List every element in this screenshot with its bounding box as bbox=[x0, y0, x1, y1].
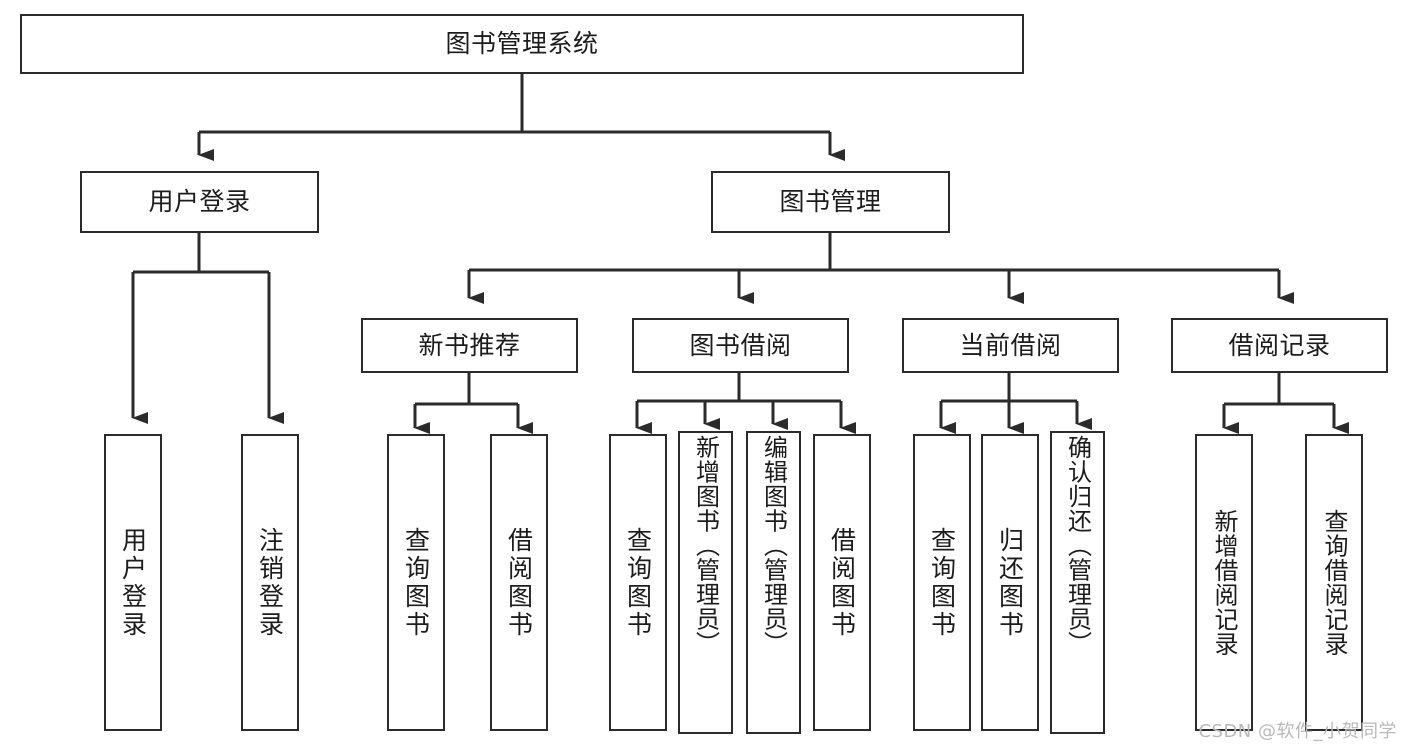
leaf-logout[interactable]: 注销登录 bbox=[241, 434, 299, 731]
node-label: 归还图书 bbox=[995, 526, 1025, 639]
csdn-watermark: CSDN @软件_小贺同学 bbox=[1198, 721, 1397, 742]
leaf-query-book-borrow[interactable]: 查询图书 bbox=[609, 434, 667, 731]
node-root-system[interactable]: 图书管理系统 bbox=[20, 14, 1024, 74]
node-current-borrow[interactable]: 当前借阅 bbox=[902, 318, 1119, 373]
node-label: 借阅图书 bbox=[827, 526, 857, 639]
node-user-login[interactable]: 用户登录 bbox=[80, 171, 319, 233]
node-label: 注销登录 bbox=[255, 526, 285, 639]
node-label: 新增借阅记录 bbox=[1210, 509, 1238, 656]
node-label: 查询图书 bbox=[401, 526, 431, 639]
node-label: 新书推荐 bbox=[418, 330, 521, 360]
node-label: 图书借阅 bbox=[689, 330, 792, 360]
leaf-borrow-book-new[interactable]: 借阅图书 bbox=[490, 434, 548, 731]
node-label: 查询借阅记录 bbox=[1320, 509, 1348, 656]
leaf-return-book[interactable]: 归还图书 bbox=[981, 434, 1039, 731]
leaf-confirm-return-admin[interactable]: 确认归还（管理员） bbox=[1050, 431, 1105, 734]
node-book-management[interactable]: 图书管理 bbox=[711, 171, 950, 233]
leaf-add-borrow-record[interactable]: 新增借阅记录 bbox=[1195, 434, 1253, 731]
node-book-borrow[interactable]: 图书借阅 bbox=[632, 318, 849, 373]
leaf-user-login[interactable]: 用户登录 bbox=[104, 434, 162, 731]
leaf-borrow-book[interactable]: 借阅图书 bbox=[813, 434, 871, 731]
leaf-query-borrow-record[interactable]: 查询借阅记录 bbox=[1305, 434, 1363, 731]
node-label: 编辑图书（管理员） bbox=[759, 435, 788, 656]
node-label: 新增图书（管理员） bbox=[691, 435, 720, 656]
node-label: 用户登录 bbox=[148, 187, 251, 216]
leaf-query-book-new[interactable]: 查询图书 bbox=[387, 434, 445, 731]
leaf-edit-book-admin[interactable]: 编辑图书（管理员） bbox=[746, 431, 801, 734]
node-label: 用户登录 bbox=[118, 526, 148, 639]
node-label: 借阅记录 bbox=[1228, 330, 1331, 360]
node-label: 图书管理系统 bbox=[445, 29, 599, 58]
node-label: 图书管理 bbox=[779, 187, 882, 216]
node-new-book-recommend[interactable]: 新书推荐 bbox=[361, 318, 578, 373]
node-label: 当前借阅 bbox=[959, 330, 1062, 360]
node-label: 查询图书 bbox=[623, 526, 653, 639]
node-borrow-record[interactable]: 借阅记录 bbox=[1171, 318, 1388, 373]
node-label: 查询图书 bbox=[927, 526, 957, 639]
node-label: 借阅图书 bbox=[504, 526, 534, 639]
leaf-add-book-admin[interactable]: 新增图书（管理员） bbox=[678, 431, 733, 734]
node-label: 确认归还（管理员） bbox=[1063, 435, 1092, 656]
leaf-query-book-current[interactable]: 查询图书 bbox=[913, 434, 971, 731]
